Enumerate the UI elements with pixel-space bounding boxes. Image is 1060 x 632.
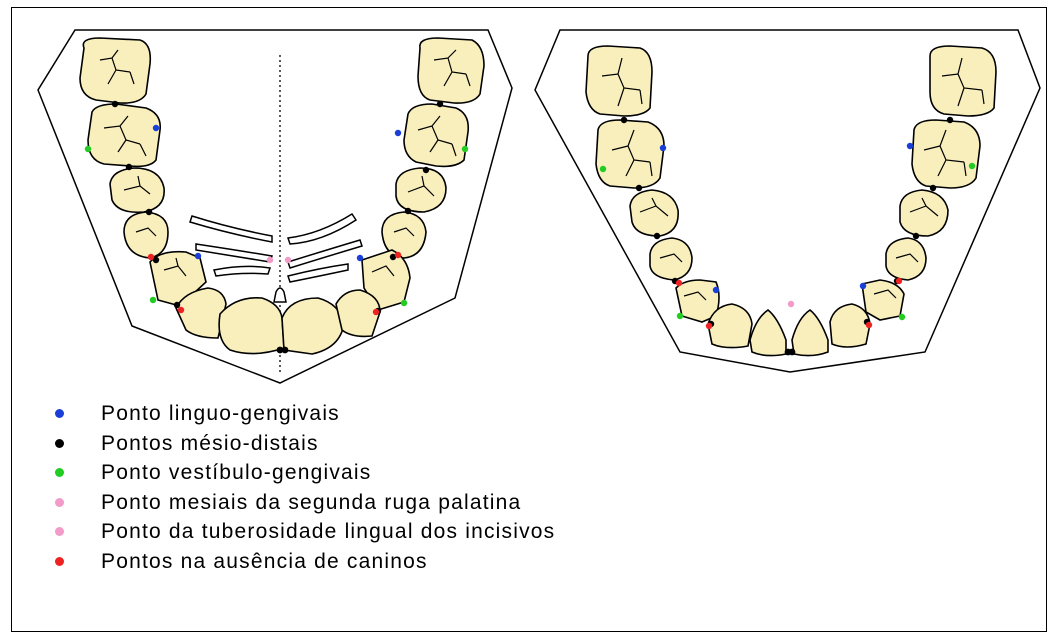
point-vestibulo-gingival [401, 300, 407, 306]
upper-tooth [124, 212, 168, 258]
point-linguo-gingival [357, 255, 363, 261]
legend-item-incisor-tuberosity: Ponto da tuberosidade lingual dos incisi… [52, 517, 555, 547]
legend-item-canine-absence: Pontos na ausência de caninos [52, 547, 555, 577]
point-mesio-distal [636, 185, 642, 191]
legend-item-vestibulo-gingival: Ponto vestíbulo-gengivais [52, 458, 555, 488]
lower-teeth [586, 46, 996, 356]
point-canine-absence [373, 309, 379, 315]
lower-tooth [650, 238, 692, 280]
point-vestibulo-gingival [969, 163, 975, 169]
point-vestibulo-gingival [899, 314, 905, 320]
point-mesio-distal [789, 349, 796, 356]
legend-marker [55, 498, 64, 507]
point-vestibulo-gingival [150, 297, 156, 303]
legend-marker [55, 439, 64, 448]
incisive-papilla [274, 288, 286, 302]
point-linguo-gingival [860, 283, 866, 289]
point-palatal-ruga [267, 257, 273, 263]
legend-marker [55, 557, 64, 566]
point-linguo-gingival [153, 125, 159, 131]
point-linguo-gingival [713, 287, 719, 293]
point-linguo-gingival [395, 130, 401, 136]
legend: Ponto linguo-gengivais Pontos mésio-dist… [52, 399, 555, 576]
legend-label: Pontos na ausência de caninos [101, 547, 428, 577]
point-mesio-distal [282, 347, 289, 354]
upper-tooth [110, 168, 164, 212]
point-mesio-distal [621, 117, 627, 123]
legend-item-mesio-distal: Pontos mésio-distais [52, 429, 555, 459]
palatal-rugae [190, 214, 362, 302]
point-mesio-distal [174, 302, 180, 308]
lower-tooth [792, 310, 828, 356]
point-linguo-gingival [195, 253, 201, 259]
lower-tooth [930, 46, 996, 116]
point-mesio-distal [437, 101, 443, 107]
legend-label: Ponto mesiais da segunda ruga palatina [101, 488, 521, 518]
lower-tooth [862, 280, 904, 320]
point-mesio-distal [112, 101, 118, 107]
point-linguo-gingival [907, 143, 913, 149]
point-mesio-distal [423, 167, 429, 173]
point-vestibulo-gingival [677, 313, 683, 319]
legend-marker [55, 409, 64, 418]
point-canine-absence [395, 252, 401, 258]
point-mesio-distal [947, 117, 953, 123]
legend-label: Ponto da tuberosidade lingual dos incisi… [101, 517, 555, 547]
point-mesio-distal [930, 185, 936, 191]
point-linguo-gingival [660, 145, 666, 151]
upper-arch [38, 30, 512, 383]
lower-arch [535, 30, 1040, 372]
point-canine-absence [178, 307, 184, 313]
point-mesio-distal [405, 208, 411, 214]
legend-marker [55, 527, 64, 536]
point-mesio-distal [146, 209, 152, 215]
upper-tooth [282, 298, 344, 354]
lower-tooth [750, 310, 786, 356]
legend-label: Ponto vestíbulo-gengivais [101, 458, 372, 488]
point-mesio-distal [913, 233, 919, 239]
upper-teeth [80, 38, 484, 354]
point-mesio-distal [126, 164, 132, 170]
point-canine-absence [866, 322, 872, 328]
point-canine-absence [676, 280, 682, 286]
lower-tooth [886, 238, 926, 280]
legend-label: Pontos mésio-distais [101, 429, 319, 459]
lower-tooth [596, 120, 664, 188]
point-canine-absence [148, 254, 154, 260]
point-vestibulo-gingival [462, 146, 468, 152]
lower-tooth [586, 46, 652, 116]
upper-tooth [219, 298, 284, 354]
legend-item-palatal-ruga: Ponto mesiais da segunda ruga palatina [52, 488, 555, 518]
legend-label: Ponto linguo-gengivais [101, 399, 340, 429]
legend-item-linguo-gingival: Ponto linguo-gengivais [52, 399, 555, 429]
legend-marker [55, 468, 64, 477]
point-vestibulo-gingival [85, 146, 91, 152]
point-canine-absence [896, 278, 902, 284]
point-vestibulo-gingival [600, 166, 606, 172]
lower-tooth [900, 190, 948, 236]
lower-tooth [630, 190, 678, 236]
point-mesio-distal [654, 233, 660, 239]
point-palatal-ruga [285, 257, 291, 263]
lower-tooth [830, 304, 870, 347]
point-incisor-tuberosity [788, 301, 794, 307]
upper-tooth [396, 168, 446, 212]
point-canine-absence [706, 323, 712, 329]
